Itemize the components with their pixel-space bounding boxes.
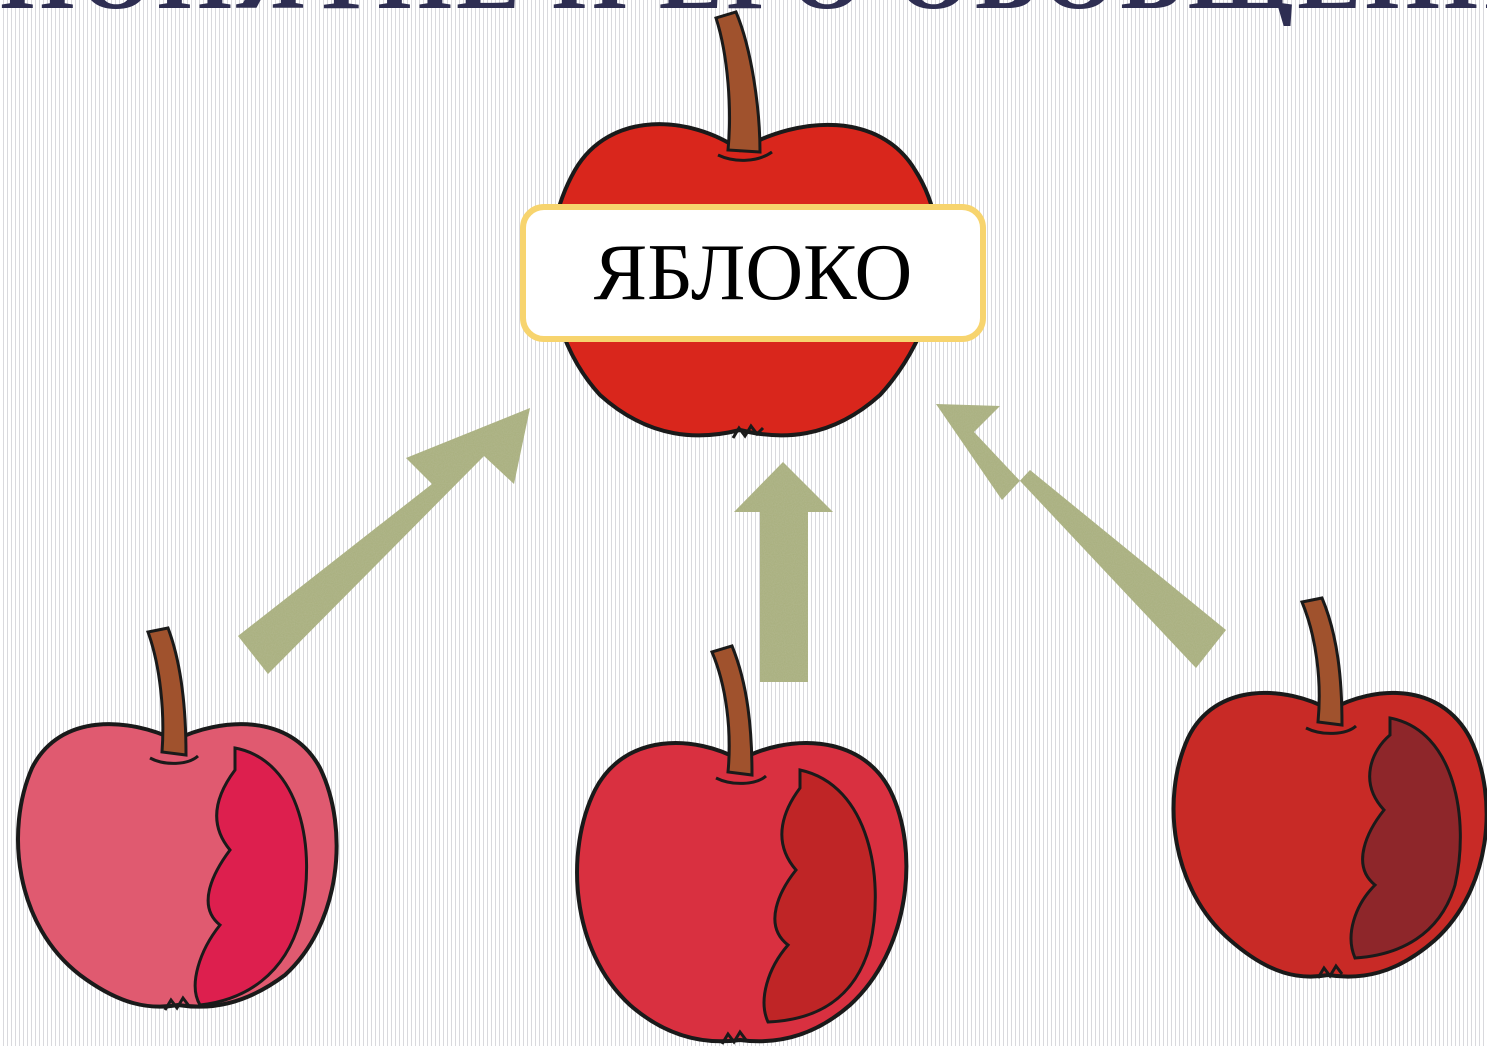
apple-top-stem <box>714 10 762 154</box>
arrow-right <box>936 404 1226 668</box>
apple-cut-icon <box>575 644 909 1045</box>
apple-cut-icon <box>1171 596 1487 979</box>
page-title: ПОНЯТИЕ И ЕГО ОБОБЩЕНИЕ <box>0 0 1487 26</box>
apple-cut-icon <box>16 626 339 1011</box>
arrow-center <box>734 462 833 682</box>
apple-center-flesh <box>762 768 877 1024</box>
arrow-left <box>238 408 530 674</box>
apple-left-flesh <box>193 746 309 1007</box>
apple-right-flesh <box>1349 716 1462 960</box>
concept-label: ЯБЛОКО <box>520 204 986 342</box>
